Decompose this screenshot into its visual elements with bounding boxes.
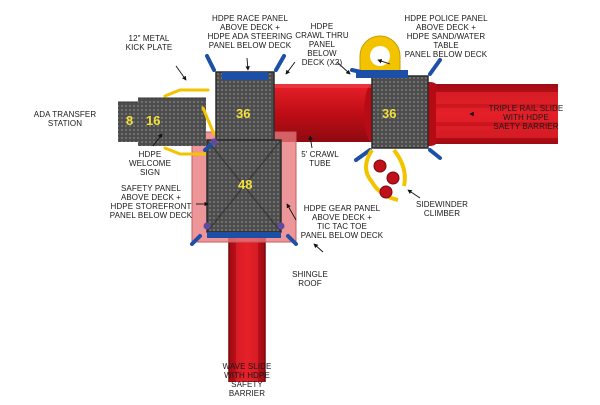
label-crawl-tube: 5' CRAWL TUBE xyxy=(301,150,339,168)
transfer-rails xyxy=(163,88,216,156)
label-kick-plate: 12" METAL KICK PLATE xyxy=(125,34,173,52)
blue-posts xyxy=(190,54,442,246)
label-crawl-thru-panel: HDPE CRAWL THRU PANEL BELOW DECK (X2) xyxy=(295,22,349,67)
deck-36-left xyxy=(215,71,275,141)
label-wave-slide: WAVE SLIDE WITH HDPE SAFETY BARRIER xyxy=(222,362,272,398)
deck-36-right xyxy=(356,35,429,149)
deck-height-48: 48 xyxy=(238,177,252,192)
label-gear-panel: HDPE GEAR PANEL ABOVE DECK + TIC TAC TOE… xyxy=(300,204,384,240)
ada-transfer-station xyxy=(118,97,206,146)
label-safety-panel: SAFETY PANEL ABOVE DECK + HDPE STOREFRON… xyxy=(109,184,193,220)
post-caps xyxy=(203,138,285,230)
label-sidewinder-climber: SIDEWINDER CLIMBER xyxy=(415,200,469,218)
label-police-panel: HDPE POLICE PANEL ABOVE DECK + HDPE SAND… xyxy=(404,14,488,59)
wave-slide xyxy=(228,222,266,382)
deck-48 xyxy=(206,139,282,238)
triple-rail-slide xyxy=(418,82,558,146)
leader-arrows xyxy=(152,57,474,253)
deck-height-16: 16 xyxy=(146,113,160,128)
deck-height-8: 8 xyxy=(126,113,133,128)
label-welcome-sign: HDPE WELCOME SIGN xyxy=(128,150,172,177)
label-shingle-roof: SHINGLE ROOF xyxy=(292,270,328,288)
label-race-panel: HDPE RACE PANEL ABOVE DECK + HDPE ADA ST… xyxy=(207,14,293,50)
deck-height-36-right: 36 xyxy=(382,106,396,121)
label-ada-transfer: ADA TRANSFER STATION xyxy=(33,110,97,128)
deck-height-36-left: 36 xyxy=(236,106,250,121)
sidewinder-climber xyxy=(364,148,407,202)
label-triple-rail-slide: TRIPLE RAIL SLIDE WITH HDPE SAETY BARRIE… xyxy=(488,104,564,131)
